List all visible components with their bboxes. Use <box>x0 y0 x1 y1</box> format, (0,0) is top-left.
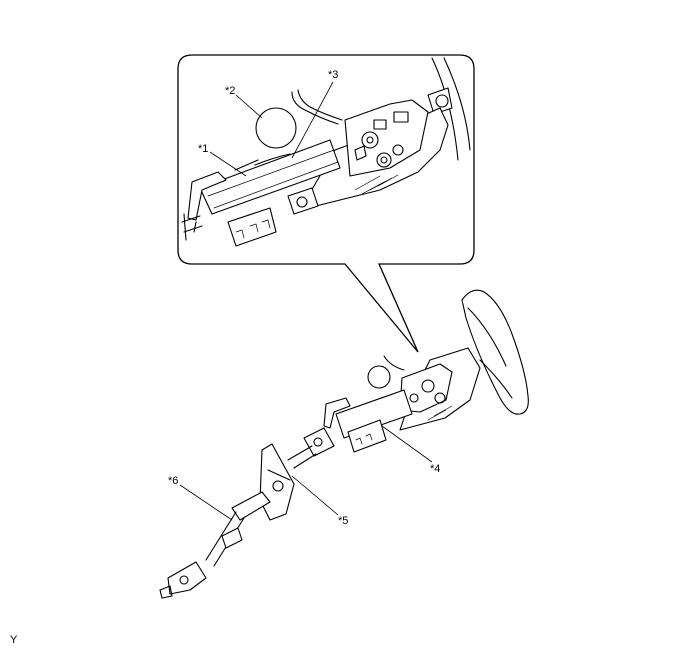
callout-5: *5 <box>338 515 348 527</box>
callout-3: *3 <box>328 69 338 81</box>
main-column-assembly <box>159 289 529 599</box>
callout-6: *6 <box>168 475 178 487</box>
detail-column-assembly <box>181 57 471 247</box>
figure-code: Y <box>10 634 18 646</box>
callout-2: *2 <box>225 85 235 97</box>
callout-4: *4 <box>430 463 440 475</box>
leader-lines <box>179 81 433 521</box>
callout-1: *1 <box>198 143 208 155</box>
